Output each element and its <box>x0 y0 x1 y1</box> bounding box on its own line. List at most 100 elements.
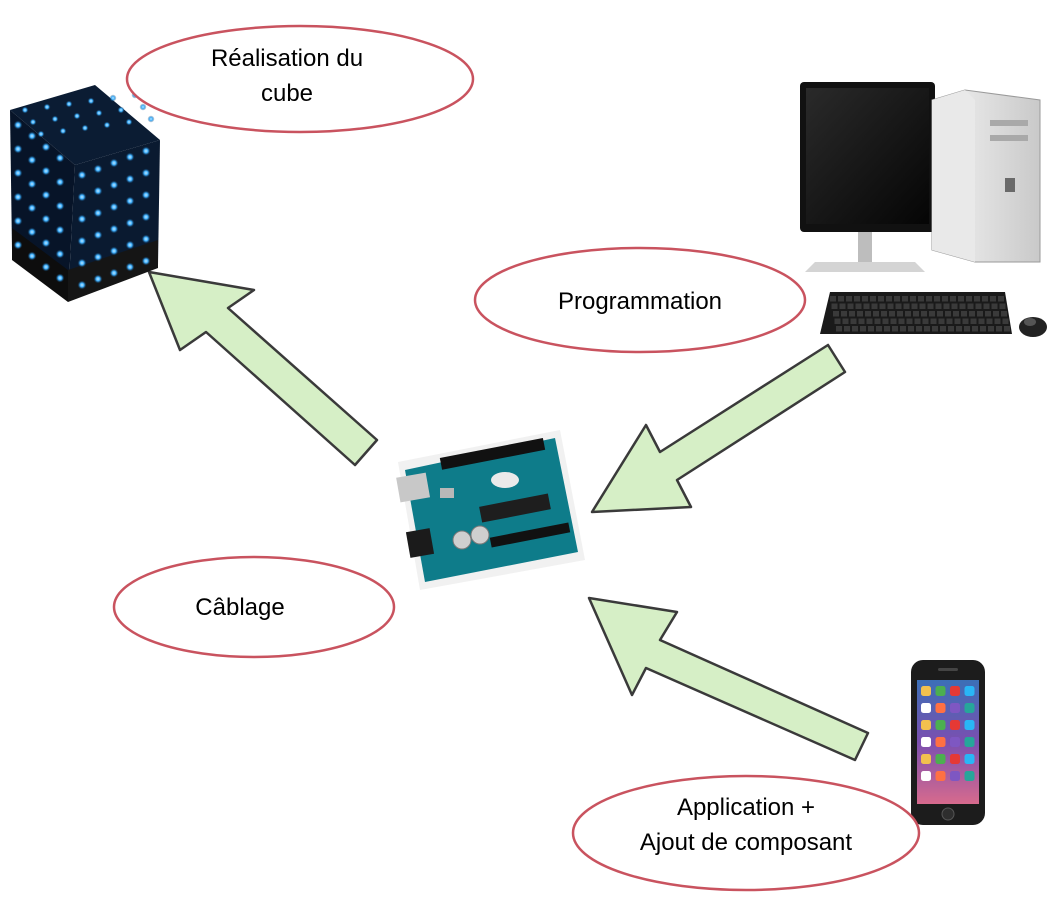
led-dot <box>109 158 119 168</box>
keyboard-key <box>884 326 890 332</box>
keyboard-key <box>895 303 902 309</box>
led-dot <box>117 106 125 114</box>
led-dot <box>13 144 23 154</box>
led-dot <box>141 234 151 244</box>
led-dot <box>77 236 87 246</box>
keyboard-key <box>887 303 894 309</box>
cube-label-line-2: cube <box>261 80 313 107</box>
led-dot <box>59 127 67 135</box>
keyboard-key <box>972 326 978 332</box>
app-icon <box>950 737 960 747</box>
keyboard-key <box>975 303 982 309</box>
keyboard-key <box>946 318 953 324</box>
led-dot <box>29 118 37 126</box>
led-dot <box>41 214 51 224</box>
led-dot <box>55 153 65 163</box>
keyboard-key <box>991 303 998 309</box>
keyboard-key <box>999 303 1006 309</box>
led-dot <box>147 115 155 123</box>
keyboard-key <box>922 318 929 324</box>
led-dot <box>27 131 37 141</box>
keyboard-key <box>911 303 918 309</box>
app-icon <box>935 754 946 764</box>
app-icon <box>935 686 946 696</box>
keyboard-key <box>982 296 988 302</box>
led-dot <box>125 218 135 228</box>
led-dot <box>81 124 89 132</box>
led-dot <box>41 190 51 200</box>
led-dot <box>141 256 151 266</box>
keyboard-key <box>881 311 887 317</box>
led-dot <box>125 174 135 184</box>
led-dot <box>103 121 111 129</box>
keyboard-key <box>956 326 962 332</box>
keyboard-key <box>958 296 964 302</box>
programming-label: Programmation <box>558 288 722 315</box>
keyboard-key <box>874 318 881 324</box>
led-dot <box>21 106 29 114</box>
led-dot <box>55 273 65 283</box>
keyboard-key <box>878 296 884 302</box>
keyboard-key <box>954 318 961 324</box>
keyboard-key <box>998 296 1004 302</box>
app-icon <box>964 703 975 713</box>
keyboard-key <box>945 311 951 317</box>
keyboard-key <box>849 311 855 317</box>
led-dot <box>27 227 37 237</box>
keyboard-key <box>836 326 842 332</box>
led-dot <box>125 196 135 206</box>
app-icon <box>950 720 960 730</box>
led-dot <box>125 262 135 272</box>
keyboard-key <box>847 303 854 309</box>
led-dot <box>77 192 87 202</box>
led-dot <box>13 168 23 178</box>
keyboard-key <box>889 311 895 317</box>
led-dot <box>27 179 37 189</box>
keyboard-key <box>919 303 926 309</box>
arduino-board-image <box>396 430 585 590</box>
keyboard-key <box>938 318 945 324</box>
keyboard-key <box>959 303 966 309</box>
keyboard-key <box>910 296 916 302</box>
led-dot <box>125 118 133 126</box>
led-dot <box>77 258 87 268</box>
app-icon <box>964 737 975 747</box>
app-icon <box>921 771 931 781</box>
keyboard-key <box>985 311 991 317</box>
led-dot <box>109 180 119 190</box>
app-icon <box>964 720 975 730</box>
arrow-computer-to-arduino <box>590 343 847 514</box>
led-dot <box>37 130 45 138</box>
led-dot <box>141 168 151 178</box>
led-dot <box>55 225 65 235</box>
keyboard-key <box>866 318 873 324</box>
led-dot <box>95 109 103 117</box>
app-icon <box>964 686 975 696</box>
keyboard-key <box>906 318 913 324</box>
keyboard-key <box>857 311 863 317</box>
keyboard-key <box>918 296 924 302</box>
keyboard-key <box>839 303 846 309</box>
keyboard-key <box>897 311 903 317</box>
led-dot <box>93 164 103 174</box>
app-icon <box>950 686 960 696</box>
arrow-arduino-to-cube <box>147 270 379 467</box>
app-icon <box>935 703 946 713</box>
keyboard-key <box>868 326 874 332</box>
led-dot <box>43 103 51 111</box>
app-icon <box>950 771 960 781</box>
keyboard-key <box>940 326 946 332</box>
led-dot <box>77 170 87 180</box>
keyboard-key <box>961 311 967 317</box>
keyboard-key <box>841 311 847 317</box>
keyboard-key <box>951 303 958 309</box>
application-label-line-2: Ajout de composant <box>640 829 852 856</box>
led-dot <box>93 208 103 218</box>
keyboard-key <box>970 318 977 324</box>
led-dot <box>109 246 119 256</box>
led-dot <box>65 100 73 108</box>
keyboard-key <box>870 296 876 302</box>
keyboard-key <box>914 318 921 324</box>
